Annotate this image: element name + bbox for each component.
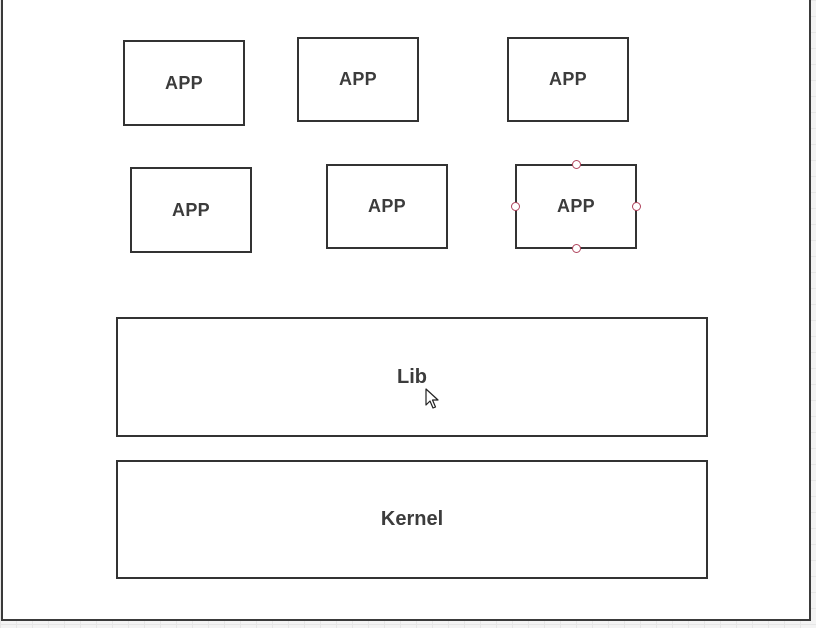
resize-handle-bottom[interactable]: [572, 244, 581, 253]
app-box-6-selected[interactable]: APP: [515, 164, 637, 249]
resize-handle-left[interactable]: [511, 202, 520, 211]
app-box-1[interactable]: APP: [123, 40, 245, 126]
app-box-label: APP: [557, 196, 595, 216]
kernel-box[interactable]: Kernel: [116, 460, 708, 579]
app-box-3[interactable]: APP: [507, 37, 629, 122]
app-box-4[interactable]: APP: [130, 167, 252, 253]
app-box-label: APP: [172, 199, 210, 220]
app-box-label: APP: [339, 69, 377, 89]
lib-box-label: Lib: [397, 365, 427, 388]
app-box-label: APP: [549, 69, 587, 89]
app-box-label: APP: [368, 196, 406, 216]
lib-box[interactable]: Lib: [116, 317, 708, 437]
resize-handle-right[interactable]: [632, 202, 641, 211]
resize-handle-top[interactable]: [572, 160, 581, 169]
app-box-label: APP: [165, 72, 203, 93]
app-box-5[interactable]: APP: [326, 164, 448, 249]
kernel-box-label: Kernel: [380, 508, 444, 530]
app-box-2[interactable]: APP: [297, 37, 419, 122]
